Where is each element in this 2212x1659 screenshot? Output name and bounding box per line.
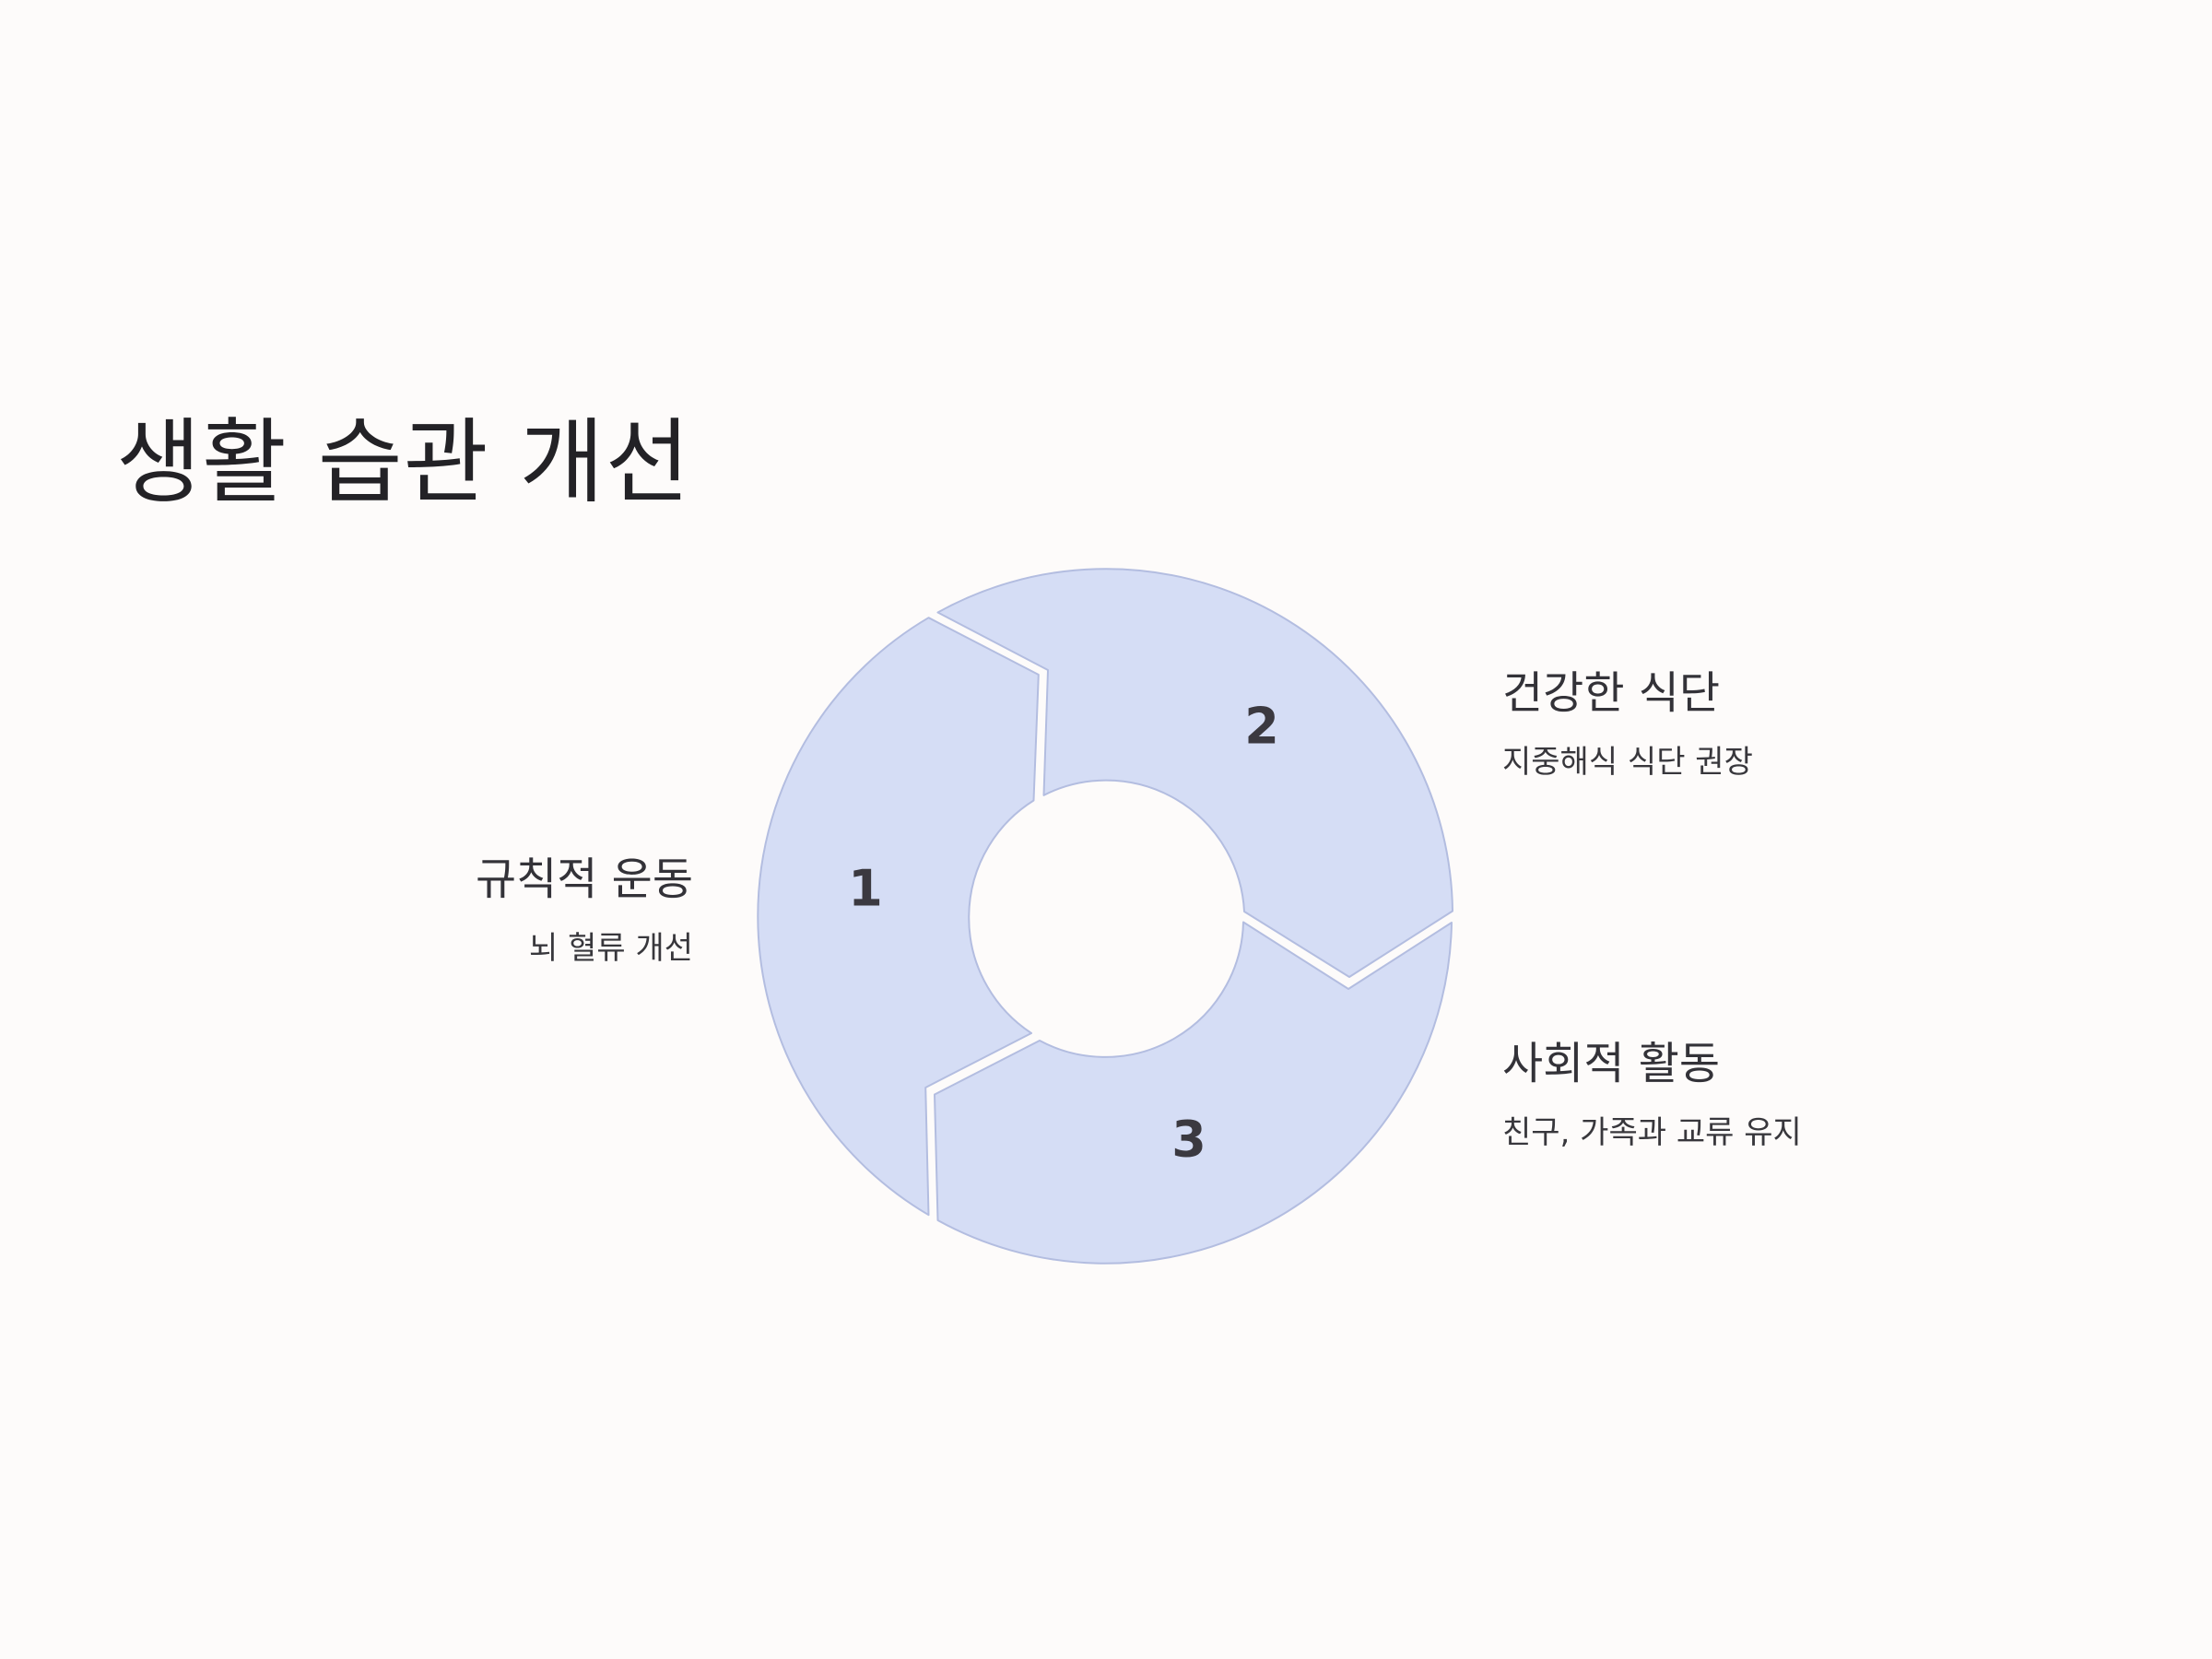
step-1-label: 규칙적 운동 뇌 혈류 개선: [476, 857, 693, 964]
cycle-segment-3: [934, 921, 1453, 1265]
step-2-description: 지중해식 식단 권장: [1502, 744, 1753, 781]
step-2-number: 2: [1244, 698, 1279, 756]
slide-title: 생활 습관 개선: [116, 408, 691, 516]
step-2-heading: 건강한 식단: [1502, 667, 1721, 719]
cycle-segment-2: [936, 568, 1453, 978]
step-1-heading: 규칙적 운동: [475, 853, 693, 905]
step-3-number: 3: [1171, 1111, 1206, 1169]
step-2-label: 건강한 식단 지중해식 식단 권장: [1502, 671, 1753, 778]
step-1-number: 1: [848, 860, 883, 918]
step-3-label: 사회적 활동 친구, 가족과 교류 유지: [1502, 1041, 1802, 1148]
cycle-segment-1: [757, 617, 1040, 1217]
step-3-description: 친구, 가족과 교류 유지: [1502, 1114, 1802, 1151]
step-1-description: 뇌 혈류 개선: [528, 930, 693, 967]
step-3-heading: 사회적 활동: [1502, 1038, 1721, 1089]
